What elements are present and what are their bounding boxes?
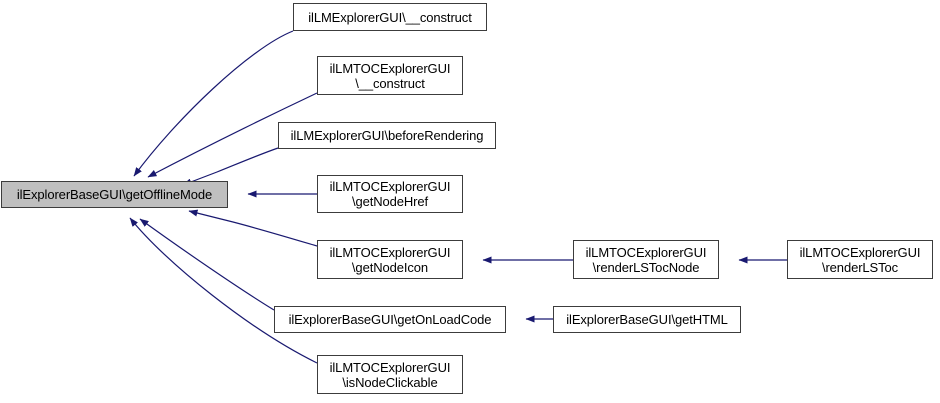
- graph-node-getNodeIcon[interactable]: ilLMTOCExplorerGUI \getNodeIcon: [317, 240, 463, 279]
- graph-node-label: ilLMTOCExplorerGUI \isNodeClickable: [329, 359, 451, 390]
- graph-node-label: ilLMExplorerGUI\__construct: [308, 9, 472, 25]
- graph-node-label: ilExplorerBaseGUI\getOfflineMode: [16, 187, 213, 202]
- graph-node-label: ilLMTOCExplorerGUI \renderLSToc: [799, 244, 921, 275]
- call-edge-isNodeClickable-to-getOfflineMode: [129, 217, 318, 364]
- call-edge-lmExplorerConstruct-to-getOfflineMode: [133, 30, 294, 177]
- graph-node-label: ilLMTOCExplorerGUI \renderLSTocNode: [585, 244, 707, 275]
- graph-node-renderLSToc[interactable]: ilLMTOCExplorerGUI \renderLSToc: [787, 240, 933, 279]
- call-edge-beforeRendering-to-getOfflineMode: [182, 147, 279, 186]
- graph-node-renderLSTocNode[interactable]: ilLMTOCExplorerGUI \renderLSTocNode: [573, 240, 719, 279]
- graph-node-label: ilLMExplorerGUI\beforeRendering: [290, 128, 484, 143]
- graph-node-getOfflineMode[interactable]: ilExplorerBaseGUI\getOfflineMode: [1, 181, 228, 208]
- graph-node-isNodeClickable[interactable]: ilLMTOCExplorerGUI \isNodeClickable: [317, 355, 463, 394]
- graph-node-beforeRendering[interactable]: ilLMExplorerGUI\beforeRendering: [278, 122, 496, 149]
- graph-node-label: ilExplorerBaseGUI\getHTML: [566, 312, 728, 327]
- graph-node-lmTocExplorerConstruct[interactable]: ilLMTOCExplorerGUI \__construct: [317, 56, 463, 95]
- graph-node-getHTML[interactable]: ilExplorerBaseGUI\getHTML: [553, 306, 741, 333]
- graph-node-lmExplorerConstruct[interactable]: ilLMExplorerGUI\__construct: [293, 3, 487, 31]
- graph-node-label: ilLMTOCExplorerGUI \getNodeIcon: [329, 244, 451, 275]
- graph-node-getOnLoadCode[interactable]: ilExplorerBaseGUI\getOnLoadCode: [274, 306, 506, 333]
- graph-node-label: ilExplorerBaseGUI\getOnLoadCode: [288, 312, 492, 327]
- call-edge-getNodeIcon-to-getOfflineMode: [188, 209, 318, 247]
- graph-node-getNodeHref[interactable]: ilLMTOCExplorerGUI \getNodeHref: [317, 175, 463, 213]
- graph-node-label: ilLMTOCExplorerGUI \getNodeHref: [329, 179, 451, 209]
- call-edge-getOnLoadCode-to-getOfflineMode: [139, 218, 275, 311]
- graph-node-label: ilLMTOCExplorerGUI \__construct: [329, 60, 451, 91]
